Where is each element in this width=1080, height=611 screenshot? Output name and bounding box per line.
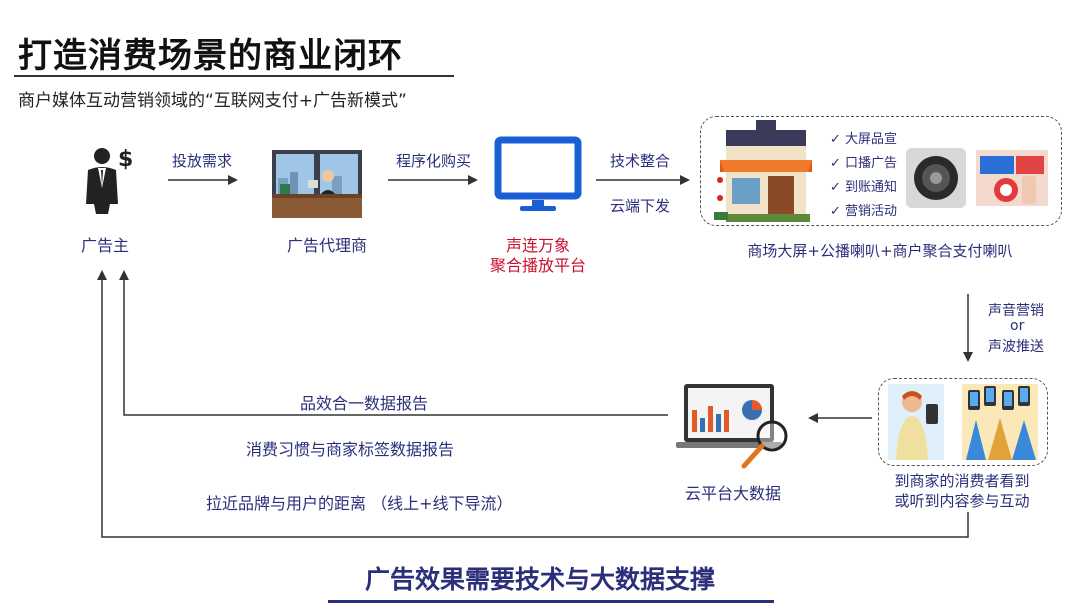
node-advertiser: 广告主 — [80, 236, 129, 255]
arrow-consumer-loop — [97, 270, 969, 538]
title-underline — [14, 75, 454, 77]
page-subtitle: 商户媒体互动营销领域的“互联网支付+广告新模式” — [18, 91, 407, 111]
label-delivery-demand: 投放需求 — [172, 152, 233, 170]
checklist-item-4-label: 营销活动 — [845, 204, 898, 219]
report-consumer-habits: 消费习惯与商家标签数据报告 — [246, 440, 455, 459]
checklist-item-2: ✓ 口播广告 — [830, 156, 898, 171]
page-title: 打造消费场景的商业闭环 — [18, 36, 403, 76]
node-cloud-data: 云平台大数据 — [684, 484, 781, 503]
footer-tagline: 广告效果需要技术与大数据支撑 — [364, 565, 715, 594]
node-consumer-line2: 或听到内容参与互动 — [894, 492, 1030, 510]
checklist-item-1-label: 大屏品宣 — [845, 132, 898, 147]
label-tech-integration: 技术整合 — [610, 152, 671, 170]
label-or: or — [1010, 318, 1025, 334]
node-agency: 广告代理商 — [286, 236, 367, 255]
checklist-item-3-label: 到账通知 — [845, 180, 898, 195]
node-consumer-line1: 到商家的消费者看到 — [894, 472, 1030, 490]
shop-media-group — [700, 116, 1062, 226]
checklist-item-2-label: 口播广告 — [845, 156, 898, 171]
report-brand-distance: 拉近品牌与用户的距离 （线上+线下导流） — [206, 494, 513, 513]
footer-underline — [328, 600, 774, 603]
label-sound-marketing: 声音营销 — [988, 303, 1044, 319]
checklist-item-1: ✓ 大屏品宣 — [830, 132, 898, 147]
label-cloud-delivery: 云端下发 — [610, 197, 671, 215]
node-shop-media: 商场大屏+公播喇叭+商户聚合支付喇叭 — [747, 242, 1013, 260]
label-programmatic: 程序化购买 — [396, 152, 472, 170]
checklist-item-3: ✓ 到账通知 — [830, 180, 898, 195]
checklist-item-4: ✓ 营销活动 — [830, 204, 898, 219]
arrow-cloud-advertiser — [119, 270, 668, 416]
report-brand-effect: 品效合一数据报告 — [300, 394, 429, 413]
label-sonic-push: 声波推送 — [988, 339, 1044, 355]
node-platform-name: 声连万象 — [505, 236, 570, 255]
node-platform-desc: 聚合播放平台 — [489, 256, 586, 275]
consumer-group — [878, 378, 1048, 466]
